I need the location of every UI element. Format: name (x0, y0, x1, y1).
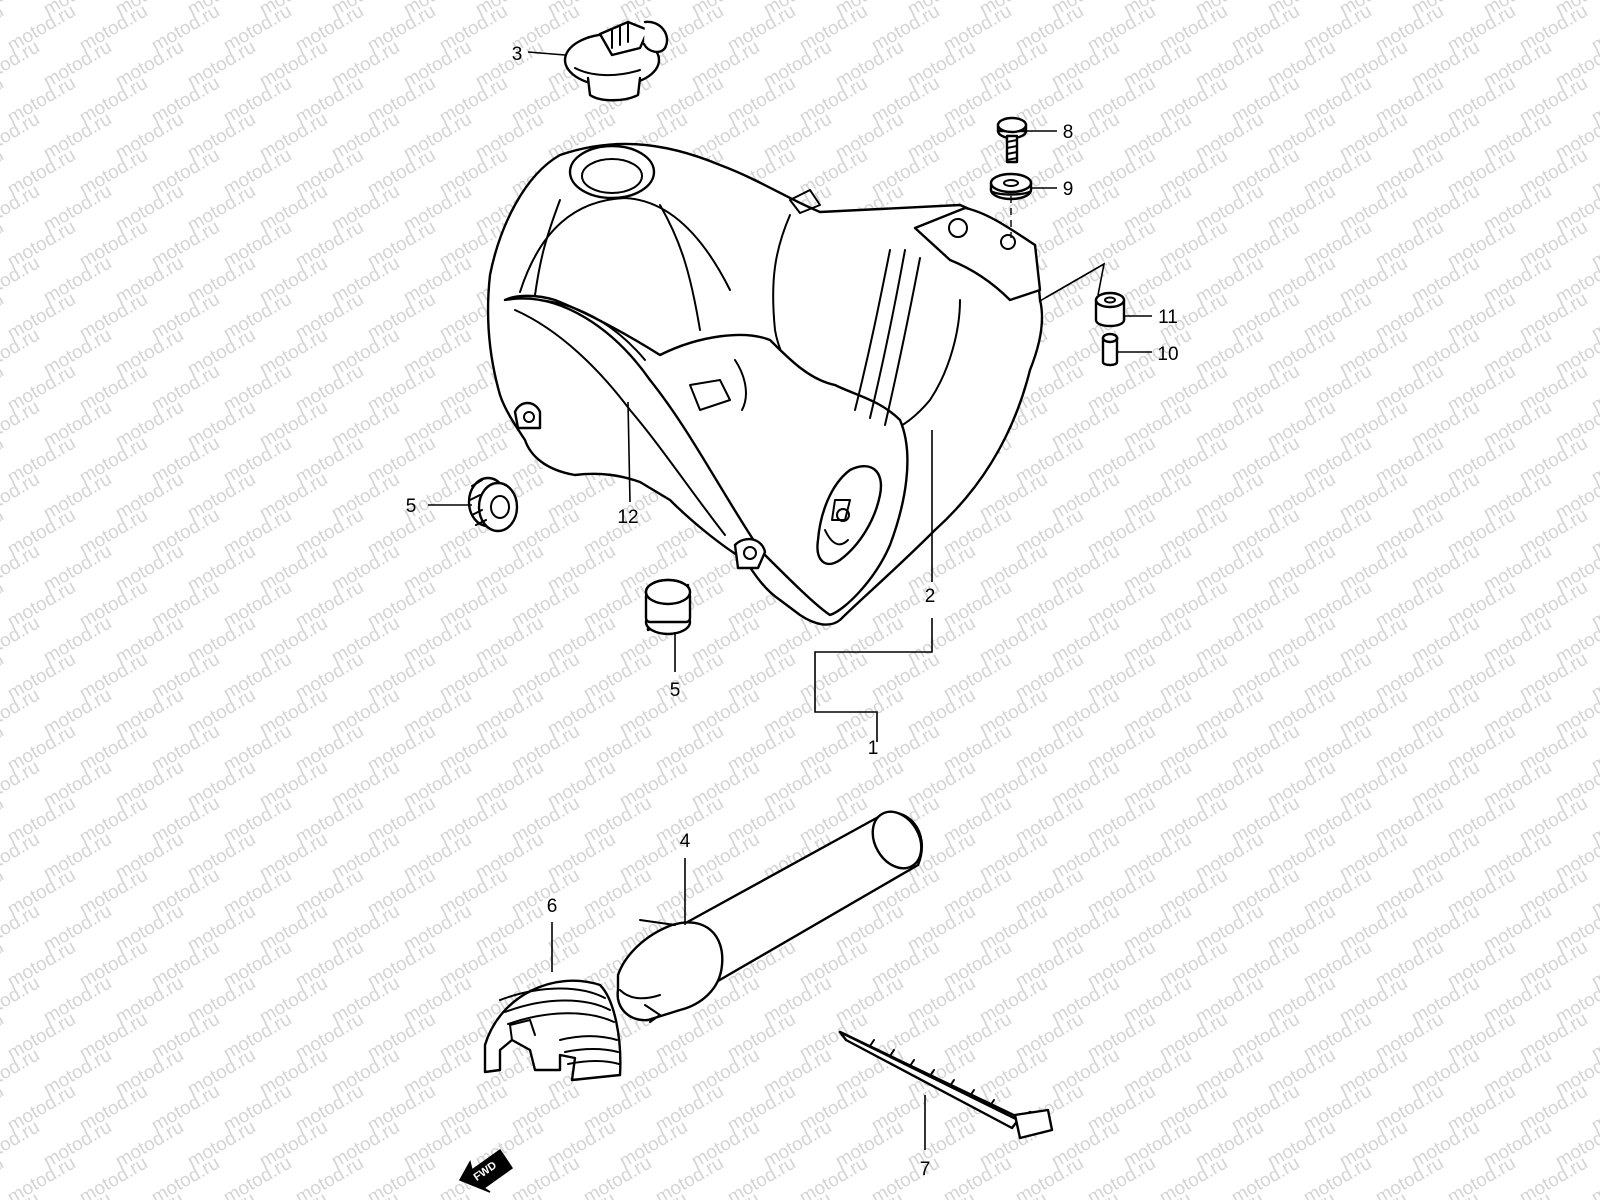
grommet (1094, 291, 1126, 328)
callout-6: 6 (547, 896, 558, 917)
leader-lines (428, 51, 1152, 1150)
fuel-cap (563, 20, 669, 102)
sleeve (483, 979, 622, 1082)
leader-1 (814, 618, 933, 742)
callout-11: 11 (1158, 307, 1178, 328)
cushion-left (467, 476, 519, 533)
leader-11-bracket (1044, 262, 1106, 299)
callout-7: 7 (920, 1159, 931, 1180)
callout-2: 2 (925, 586, 936, 607)
callout-9: 9 (1063, 179, 1074, 200)
cable-tie (838, 1030, 1054, 1140)
leader-12 (627, 401, 631, 503)
callout-10: 10 (1157, 344, 1178, 365)
leader-3 (527, 51, 566, 56)
callout-5-center: 5 (670, 680, 681, 701)
fwd-direction-marker: FWD (458, 1148, 514, 1193)
collar (1101, 332, 1119, 367)
washer (989, 172, 1033, 201)
callout-5-left: 5 (406, 496, 417, 517)
callout-labels: 3 8 9 11 10 5 12 2 5 1 4 6 7 (406, 44, 1179, 1180)
watermark-text: motod.ru (0, 1189, 43, 1200)
cushion-center (644, 578, 692, 636)
callout-4: 4 (680, 831, 691, 852)
callout-12: 12 (617, 507, 638, 528)
callout-8: 8 (1063, 122, 1074, 143)
arrow-down-left-icon (458, 1148, 514, 1193)
bolt (996, 116, 1028, 164)
callout-3: 3 (512, 44, 523, 65)
callout-1: 1 (868, 738, 879, 759)
protector-tube (616, 810, 924, 1023)
fuel-tank (486, 142, 1044, 626)
